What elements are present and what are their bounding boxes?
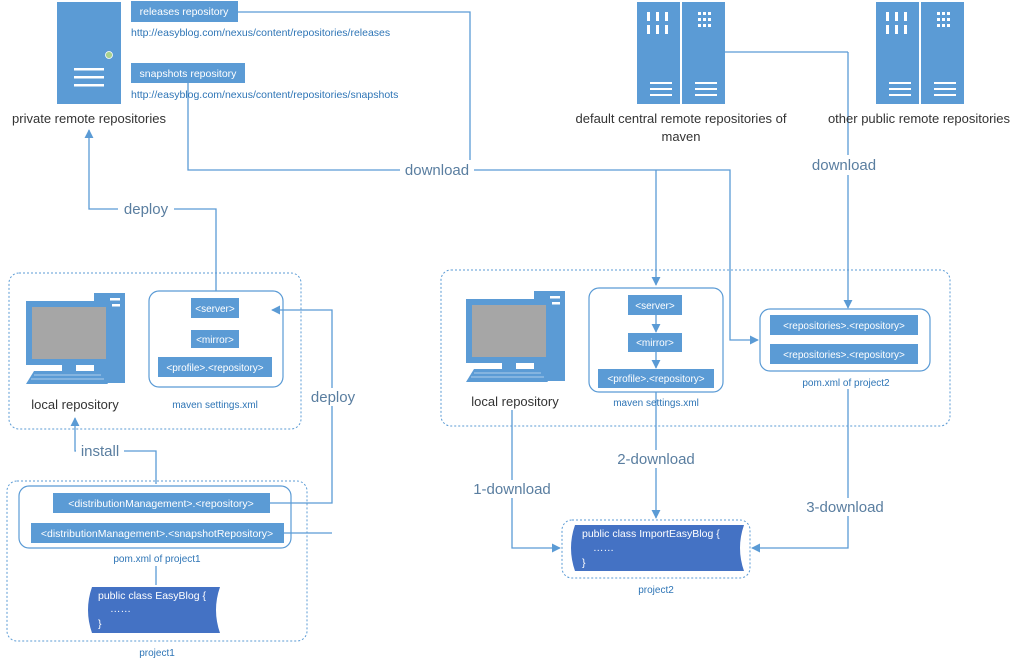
edge-1-download: [511, 410, 561, 553]
project2-repo2-label: <repositories>.<repository>: [783, 350, 905, 361]
left-mirror-box: [191, 330, 239, 348]
dist-repository-box: [53, 493, 270, 513]
left-mirror-label: <mirror>: [196, 335, 234, 346]
project1-pom-caption: pom.xml of project1: [113, 554, 201, 565]
download-2-label: 2-download: [617, 451, 695, 468]
central-server-label-line1: default central remote repositories of: [576, 111, 787, 126]
right-server-label: <server>: [635, 301, 675, 312]
edge-deploy-dist-repo: [270, 305, 333, 504]
project1-group: [6, 480, 308, 642]
left-local-group: [8, 272, 302, 430]
left-profile-label: <profile>.<repository>: [166, 363, 263, 374]
download-1-label: 1-download: [473, 481, 551, 498]
right-settings-group: [588, 287, 724, 393]
private-server-label: private remote repositories: [12, 111, 166, 126]
download-top-label: download: [405, 162, 469, 179]
right-server-box: [628, 295, 682, 315]
central-server-label-line2: maven: [661, 129, 700, 144]
snapshots-repository-label: snapshots repository: [140, 68, 238, 80]
public-server-icon: [876, 2, 964, 104]
project2-pom-group: [759, 308, 931, 372]
deploy-side-label: deploy: [311, 389, 356, 406]
project2-repo1-label: <repositories>.<repository>: [783, 321, 905, 332]
dist-repository-label: <distributionManagement>.<repository>: [68, 498, 254, 510]
central-server-icon: [637, 2, 725, 104]
download-right-label: download: [812, 157, 876, 174]
project1-pom-group: [18, 485, 292, 549]
right-mirror-box: [628, 333, 682, 352]
right-profile-label: <profile>.<repository>: [607, 374, 704, 385]
left-computer-icon: [26, 293, 125, 384]
releases-repository-box: [131, 1, 238, 22]
edge-releases-to-project2-pom: [238, 11, 759, 345]
left-profile-box: [158, 357, 272, 377]
private-server-icon: [57, 2, 121, 104]
download-3-label: 3-download: [806, 499, 884, 516]
left-server-box: [191, 298, 239, 318]
project2-pom-caption: pom.xml of project2: [802, 378, 890, 389]
project2-caption: project2: [638, 585, 674, 596]
dist-snapshot-box: [31, 523, 284, 543]
project2-group: [561, 519, 751, 579]
right-settings-caption: maven settings.xml: [613, 398, 699, 409]
right-local-repository-label: local repository: [471, 394, 559, 409]
right-local-group: [440, 269, 951, 427]
left-local-repository-label: local repository: [31, 397, 119, 412]
edge-snapshots-to-download: [187, 82, 470, 171]
left-settings-caption: maven settings.xml: [172, 400, 258, 411]
left-server-label: <server>: [195, 304, 235, 315]
public-server-label: other public remote repositories: [828, 111, 1011, 126]
snapshots-repository-box: [131, 63, 245, 83]
project1-code-block: [88, 587, 220, 633]
dist-snapshot-label: <distributionManagement>.<snapshotReposi…: [41, 528, 273, 540]
project1-caption: project1: [139, 648, 175, 659]
snapshots-url[interactable]: http://easyblog.com/nexus/content/reposi…: [131, 89, 398, 101]
project2-code-block: [571, 525, 744, 571]
project1-code-line3: }: [98, 618, 102, 630]
project1-code-line1: public class EasyBlog {: [98, 590, 206, 602]
releases-repository-label: releases repository: [140, 6, 229, 18]
right-computer-icon: [466, 291, 565, 382]
edge-3-download: [751, 378, 849, 553]
project2-repo1-box: [770, 315, 918, 335]
project2-code-line1: public class ImportEasyBlog {: [582, 528, 720, 540]
right-mirror-label: <mirror>: [636, 338, 674, 349]
deploy-top-label: deploy: [124, 201, 169, 218]
project2-repo2-box: [770, 344, 918, 364]
left-settings-group: [148, 290, 284, 388]
right-profile-box: [598, 369, 714, 388]
project2-code-line2: ……: [593, 542, 614, 554]
project1-code-line2: ……: [110, 603, 131, 615]
install-label: install: [81, 443, 119, 460]
project2-code-line3: }: [582, 557, 586, 569]
releases-url[interactable]: http://easyblog.com/nexus/content/reposi…: [131, 27, 390, 39]
